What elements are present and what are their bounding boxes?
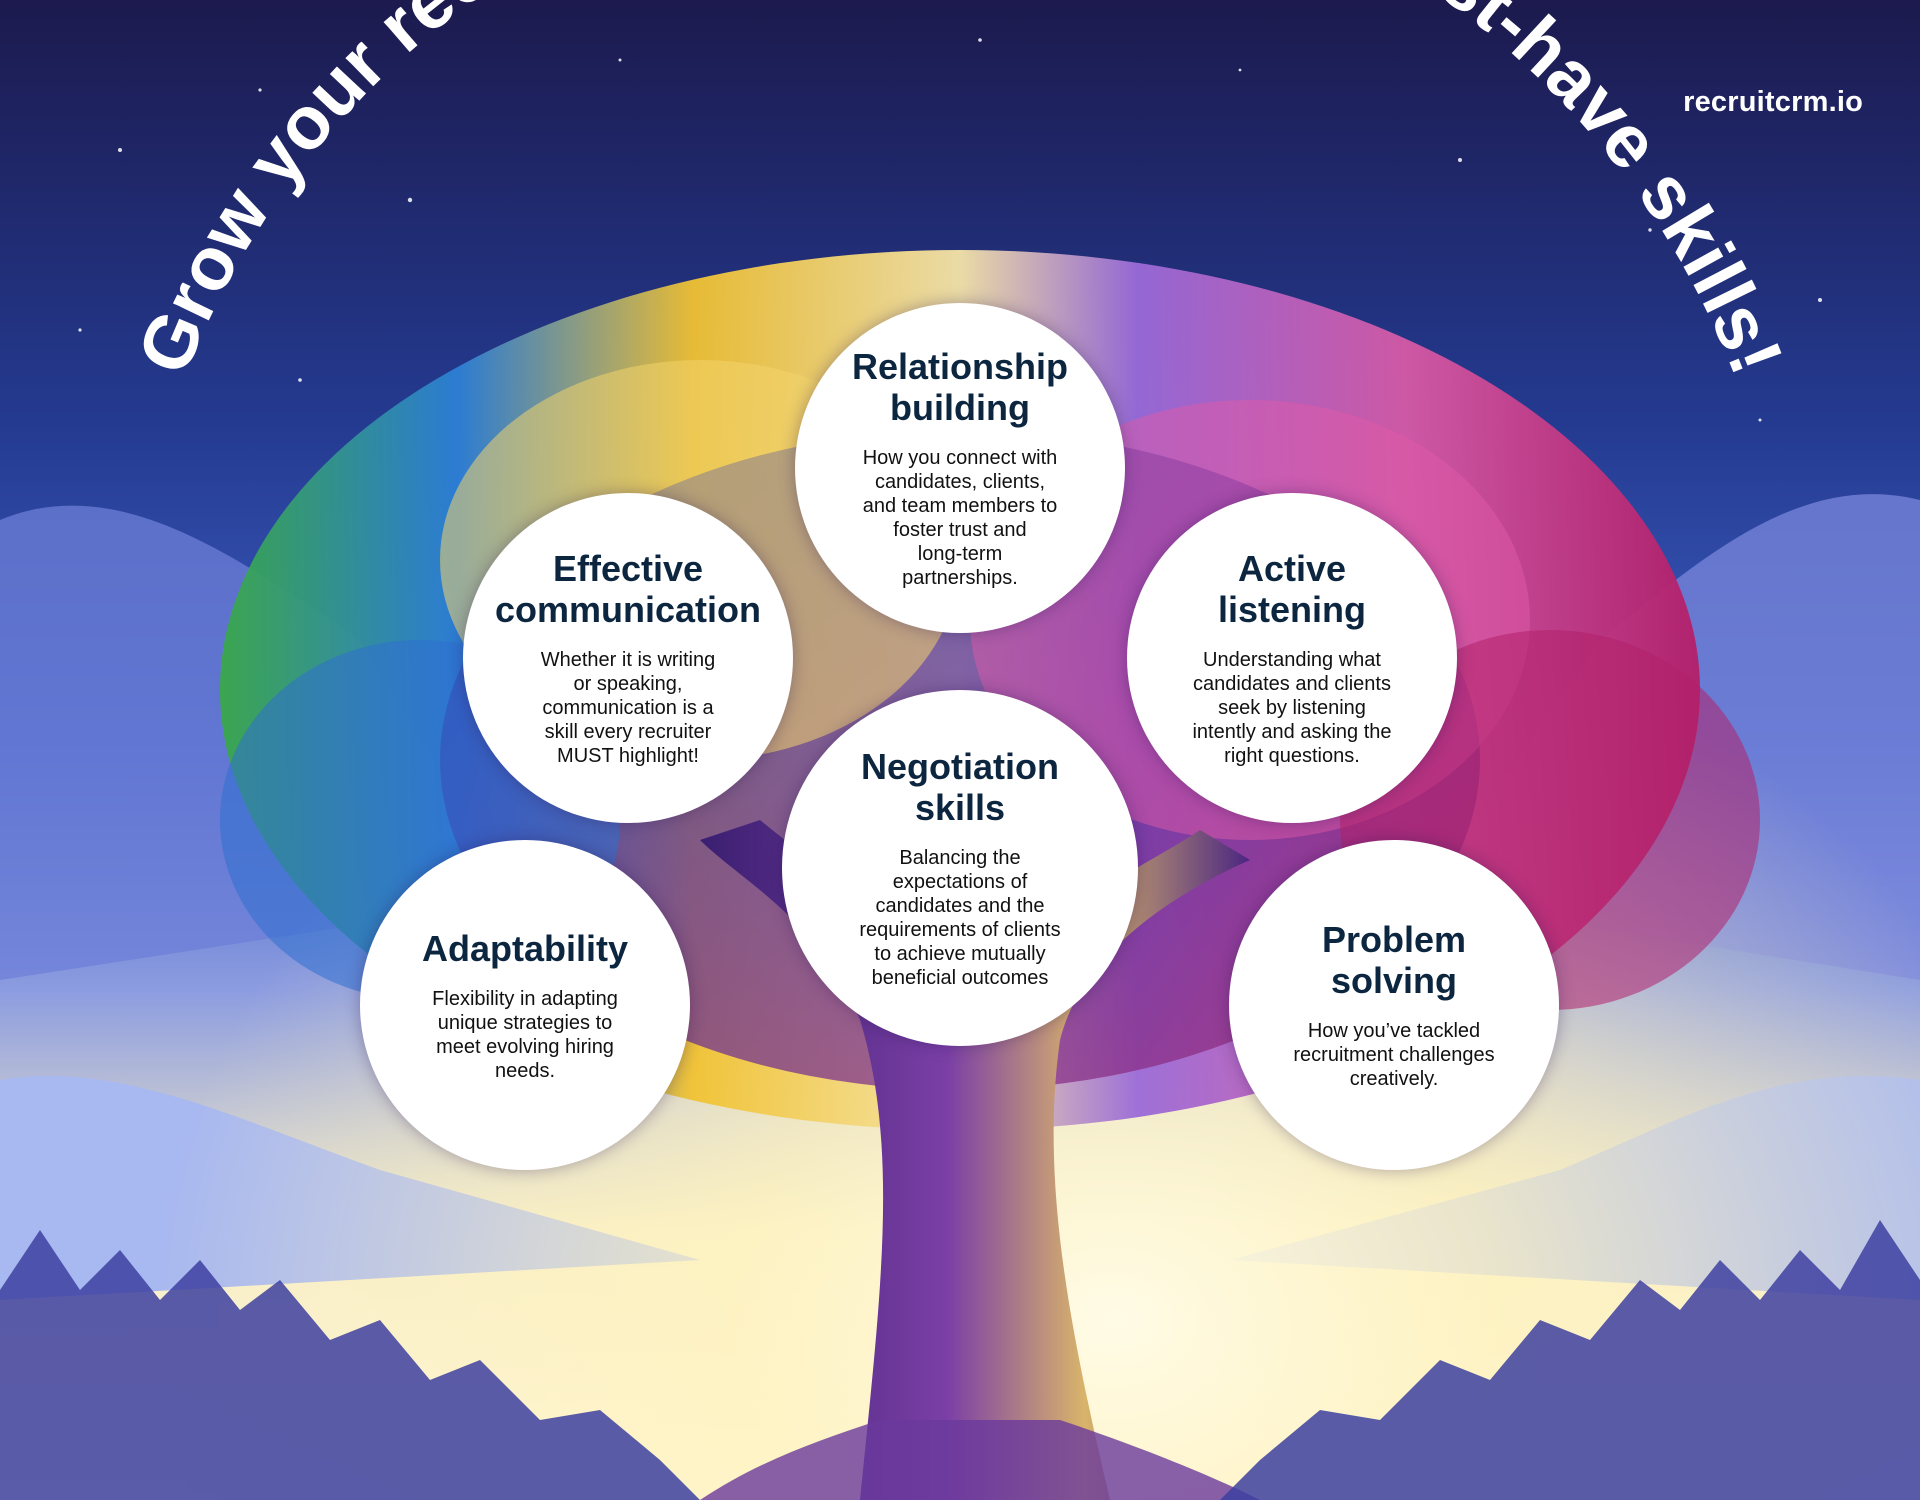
skill-description: How you connect with candidates, clients… — [862, 447, 1058, 589]
skill-card-active-listening: Active listening Understanding what cand… — [1127, 493, 1457, 823]
skill-description: Balancing the expectations of candidates… — [859, 847, 1061, 989]
brand-logo[interactable]: recruitcrm.io — [1683, 86, 1863, 118]
skill-card-negotiation-skills: Negotiation skills Balancing the expecta… — [782, 690, 1138, 1046]
skill-title: Problem solving — [1321, 919, 1467, 1001]
skill-description: Flexibility in adapting unique strategie… — [432, 987, 618, 1082]
skill-card-problem-solving: Problem solving How you’ve tackled recru… — [1229, 840, 1559, 1170]
skill-description: Whether it is writing or speaking, commu… — [540, 649, 716, 767]
skill-title: Adaptability — [421, 927, 628, 969]
skill-description: How you’ve tackled recruitment challenge… — [1293, 1020, 1495, 1090]
skill-description: Understanding what candidates and client… — [1192, 649, 1392, 767]
skill-title: Negotiation skills — [861, 746, 1059, 828]
skill-card-relationship-building: Relationship building How you connect wi… — [795, 303, 1125, 633]
skill-card-effective-communication: Effective communication Whether it is wr… — [463, 493, 793, 823]
skill-title: Relationship building — [851, 346, 1069, 428]
skill-title: Active listening — [1217, 548, 1366, 630]
skill-title: Effective communication — [494, 548, 762, 630]
skill-card-adaptability: Adaptability Flexibility in adapting uni… — [360, 840, 690, 1170]
